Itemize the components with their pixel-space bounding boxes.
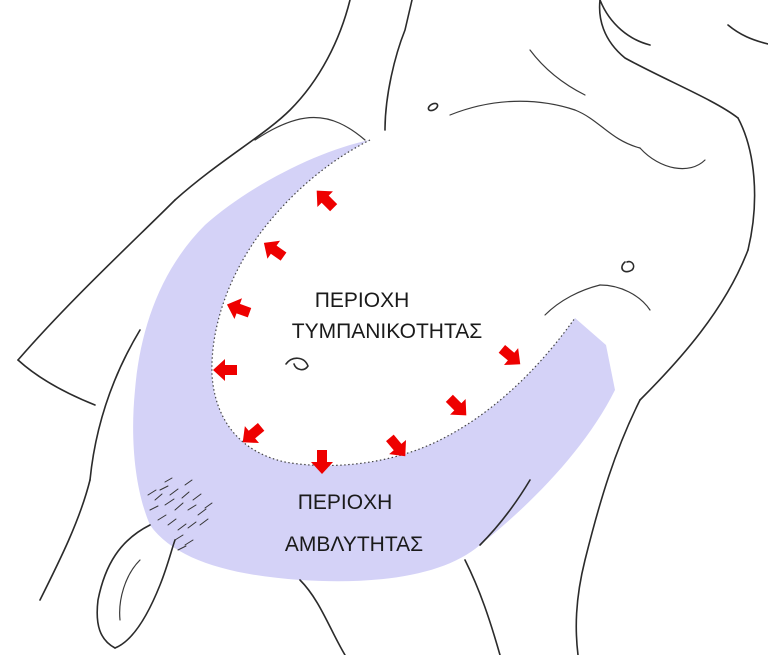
dullness-label-line2: ΑΜΒΛΥΤΗΤΑΣ [285, 533, 423, 556]
tympanic-label-line1: ΠΕΡΙΟΧΗ [315, 289, 410, 312]
arrow-4 [213, 359, 237, 381]
arrow-3 [223, 294, 253, 323]
tympanic-label-line2: ΤΥΜΠΑΝΙΚΟΤΗΤΑΣ [292, 320, 482, 343]
arrow-1 [309, 183, 342, 216]
dullness-zone [133, 140, 615, 581]
arrow-2 [258, 234, 290, 266]
navel-icon [286, 358, 308, 369]
nipple-upper [427, 102, 439, 112]
dullness-label-line1: ΠΕΡΙΟΧΗ [298, 491, 393, 514]
arrow-8 [442, 391, 475, 424]
arrow-9 [495, 340, 528, 372]
nipple-right [622, 262, 634, 272]
